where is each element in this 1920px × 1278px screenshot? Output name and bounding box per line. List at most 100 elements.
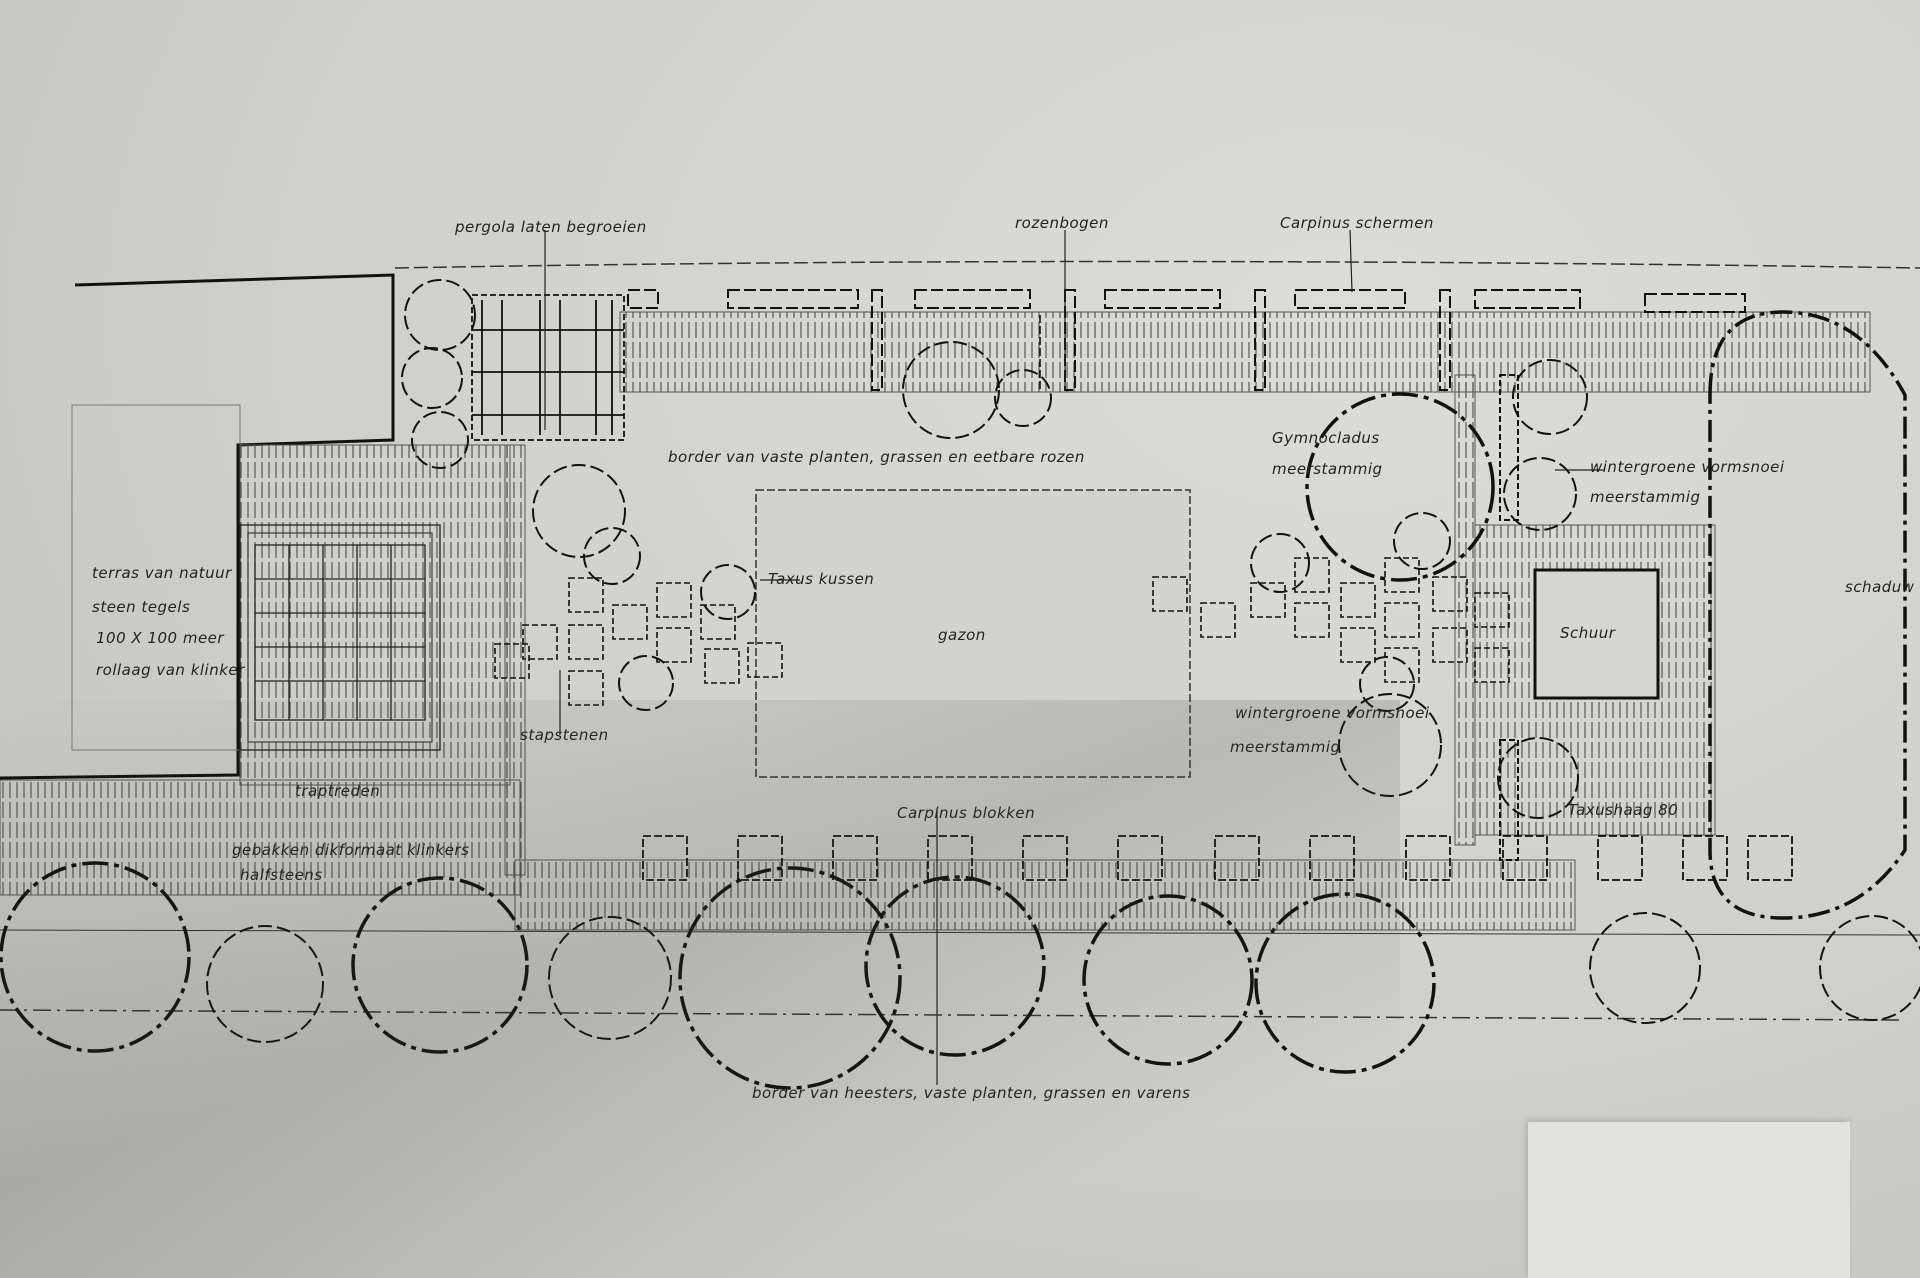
hedge-segment — [627, 289, 659, 309]
carpinus-blocks — [642, 835, 1793, 881]
stepping-stone — [1294, 557, 1330, 593]
label-wintergroen-mid-sub: meerstammig — [1230, 738, 1341, 756]
shed — [1533, 568, 1660, 700]
carpinus-hedges — [627, 289, 1746, 861]
stepping-stone — [1474, 647, 1510, 683]
label-schuur: Schuur — [1560, 624, 1616, 642]
tree-canopy — [411, 411, 469, 469]
label-taxus-kussen: Taxus kussen — [768, 570, 874, 588]
tree-canopy — [532, 464, 626, 558]
terrace-frame-outer — [239, 524, 441, 751]
tree-canopy — [1393, 512, 1451, 570]
hedge-segment — [1294, 289, 1406, 309]
tree-canopy — [1338, 693, 1442, 797]
carpinus-block — [642, 835, 688, 881]
tree-canopy — [700, 564, 756, 620]
label-carpinus-blokken: Carpinus blokken — [897, 804, 1035, 822]
trees — [0, 279, 1920, 1090]
stepping-stone — [700, 604, 736, 640]
paving-areas — [0, 311, 1871, 931]
label-traptreden: traptreden — [295, 782, 380, 800]
tree-canopy — [1512, 359, 1588, 435]
stepping-stone — [704, 648, 740, 684]
carpinus-block — [1682, 835, 1728, 881]
carpinus-block — [737, 835, 783, 881]
lawn — [755, 489, 1191, 778]
stepping-stone — [656, 627, 692, 663]
tree-canopy — [1589, 912, 1701, 1024]
label-stapstenen: stapstenen — [520, 726, 609, 744]
tree-canopy — [994, 369, 1052, 427]
stepping-stone — [1200, 602, 1236, 638]
label-terras-1: terras van natuur — [92, 564, 232, 582]
carpinus-block — [1117, 835, 1163, 881]
stepping-stone — [656, 582, 692, 618]
label-pergola: pergola laten begroeien — [454, 218, 647, 236]
tree-canopy — [404, 279, 476, 351]
stepping-stone — [1340, 627, 1376, 663]
carpinus-block — [1747, 835, 1793, 881]
label-terras-4: rollaag van klinker — [96, 661, 245, 679]
tree-canopy — [1305, 392, 1495, 582]
hedge-segment — [1104, 289, 1221, 309]
stepping-stone — [522, 624, 558, 660]
tree-canopy — [401, 347, 463, 409]
label-border-bottom: border van heesters, vaste planten, gras… — [752, 1084, 1190, 1102]
carpinus-block — [1309, 835, 1355, 881]
stepping-stone — [1340, 582, 1376, 618]
carpinus-block — [1502, 835, 1548, 881]
pergola-frame — [471, 294, 625, 441]
label-taxushaag: Taxushaag 80 — [1568, 801, 1678, 819]
tree-canopy — [1497, 737, 1579, 819]
stepping-stone — [494, 643, 530, 679]
tree-canopy — [1819, 915, 1920, 1021]
carpinus-block — [927, 835, 973, 881]
stepping-stone — [568, 670, 604, 706]
hedge-vertical — [1499, 374, 1519, 521]
pergola — [471, 294, 625, 441]
label-wintergroen-mid: wintergroene vormsnoei — [1235, 704, 1430, 722]
tree-canopy — [206, 925, 324, 1043]
label-gebakken-2: halfsteens — [240, 866, 323, 884]
stepping-stone — [568, 577, 604, 613]
stepping-stone — [1384, 557, 1420, 593]
stepping-stone — [612, 604, 648, 640]
house-outline — [0, 273, 395, 780]
hedge-post — [1254, 289, 1266, 391]
label-schaduw: schaduw — [1845, 578, 1915, 596]
label-gymnocladus-sub: meerstammig — [1272, 460, 1383, 478]
carpinus-block — [832, 835, 878, 881]
carpinus-block — [1214, 835, 1260, 881]
stepping-stone — [1152, 576, 1188, 612]
tree-canopy — [548, 916, 672, 1040]
label-wintergroen-top-sub: meerstammig — [1590, 488, 1701, 506]
hedge-segment — [914, 289, 1031, 309]
carpinus-block — [1022, 835, 1068, 881]
tree-canopy — [1082, 894, 1254, 1066]
label-carpinus-schermen: Carpinus schermen — [1280, 214, 1434, 232]
paper-card — [1528, 1122, 1850, 1278]
label-gazon: gazon — [938, 626, 986, 644]
tree-canopy — [1254, 892, 1436, 1074]
label-terras-2: steen tegels — [92, 598, 190, 616]
label-gymnocladus: Gymnocladus — [1272, 429, 1380, 447]
carpinus-block — [1597, 835, 1643, 881]
tree-canopy — [1503, 457, 1577, 531]
tree-canopy — [0, 861, 191, 1053]
label-terras-3: 100 X 100 meer — [96, 629, 224, 647]
plan-labels: pergola laten begroeien rozenbogen Carpi… — [92, 214, 1915, 1102]
label-rozenbogen: rozenbogen — [1015, 214, 1109, 232]
shade-area — [1708, 310, 1907, 920]
property-outline — [0, 260, 1920, 1021]
label-gebakken-1: gebakken dikformaat klinkers — [232, 841, 469, 859]
tree-canopy — [618, 655, 674, 711]
stepping-stone — [1250, 582, 1286, 618]
hedge-post — [871, 289, 883, 391]
hedge-segment — [727, 289, 859, 309]
stepping-stones — [494, 557, 1510, 706]
stepping-stone — [1384, 647, 1420, 683]
hedge-post — [1439, 289, 1451, 391]
label-border-top: border van vaste planten, grassen en eet… — [668, 448, 1085, 466]
stepping-stone — [1474, 592, 1510, 628]
